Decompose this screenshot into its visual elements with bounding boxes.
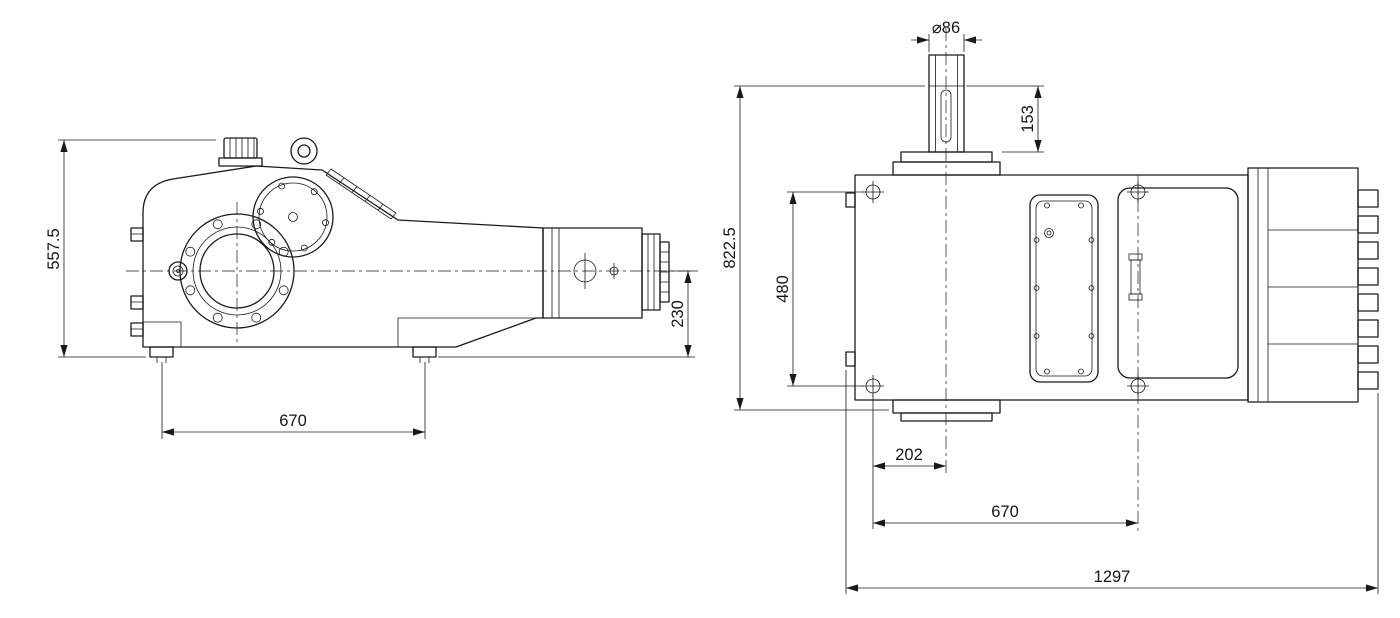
mounting-hole (862, 375, 884, 397)
foot-pad-right-ticks (419, 357, 430, 363)
gearbox-housing (854, 174, 1249, 401)
mounting-hole (862, 181, 884, 203)
dim-overall-depth: 822.5 (721, 85, 925, 411)
dim-label-shaft-offset: 202 (895, 446, 923, 464)
valve-cover-ribs (1357, 189, 1379, 390)
door-handle (1130, 259, 1141, 295)
keyway (940, 89, 952, 143)
cover-bracket-strip (325, 168, 397, 220)
flange-bolt-holes (185, 219, 289, 323)
spacer-housing (542, 227, 643, 319)
dim-label-side-foot-spacing: 670 (279, 412, 307, 430)
gear-cover (252, 176, 334, 258)
dim-label-mount-length-spacing: 670 (991, 503, 1019, 521)
dim-mount-depth-spacing: 480 (774, 191, 864, 387)
mounting-hole (1127, 375, 1149, 397)
dim-label-mount-depth-spacing: 480 (774, 275, 792, 303)
breather-cap (218, 137, 263, 167)
dim-shaft-offset: 202 (872, 395, 946, 529)
gear-cover-bolt-holes (257, 182, 329, 252)
bottom-bearing-flange (892, 399, 1001, 422)
dim-overall-length: 1297 (845, 370, 1379, 594)
foot-pad-left-ticks (156, 357, 167, 363)
oil-plug (168, 261, 188, 281)
fluid-end-flange-side (641, 233, 670, 311)
side-view: 557.5 670 230 (45, 137, 702, 439)
dim-side-foot-spacing: 670 (161, 362, 426, 439)
foot-pad-left (149, 346, 174, 358)
inspection-cover (1029, 194, 1099, 383)
dim-label-overall-length: 1297 (1094, 568, 1131, 586)
left-edge-tabs (130, 227, 144, 337)
dim-mount-length-spacing: 670 (873, 503, 1138, 527)
mounting-hole (1127, 181, 1149, 203)
fluid-end-block (1247, 167, 1379, 403)
mounting-holes (862, 181, 1149, 397)
inspection-cover-bolts (1033, 202, 1095, 375)
dim-shaft-diameter: ⌀86 (911, 19, 982, 52)
housing-left-tabs (845, 192, 856, 367)
cover-plug (1044, 228, 1054, 238)
dim-shaft-extension: 153 (966, 85, 1044, 153)
dim-label-overall-depth: 822.5 (721, 227, 739, 268)
foot-step-lines (143, 317, 543, 347)
dim-label-side-230: 230 (669, 300, 687, 328)
main-bearing-flange (179, 213, 295, 329)
foot-pad-right (412, 346, 437, 358)
lifting-eye (290, 137, 318, 165)
access-door (1117, 187, 1239, 379)
dim-label-side-height: 557.5 (45, 228, 63, 269)
dim-side-centerline-to-base: 230 (438, 270, 695, 358)
drive-shaft (928, 54, 965, 153)
dim-side-overall-height: 557.5 (45, 139, 216, 358)
top-view: ⌀86 153 822.5 480 202 670 (721, 19, 1379, 594)
top-bearing-flange (892, 151, 1001, 176)
dim-label-shaft-diameter: ⌀86 (932, 19, 960, 37)
dim-label-shaft-extension: 153 (1019, 105, 1037, 133)
